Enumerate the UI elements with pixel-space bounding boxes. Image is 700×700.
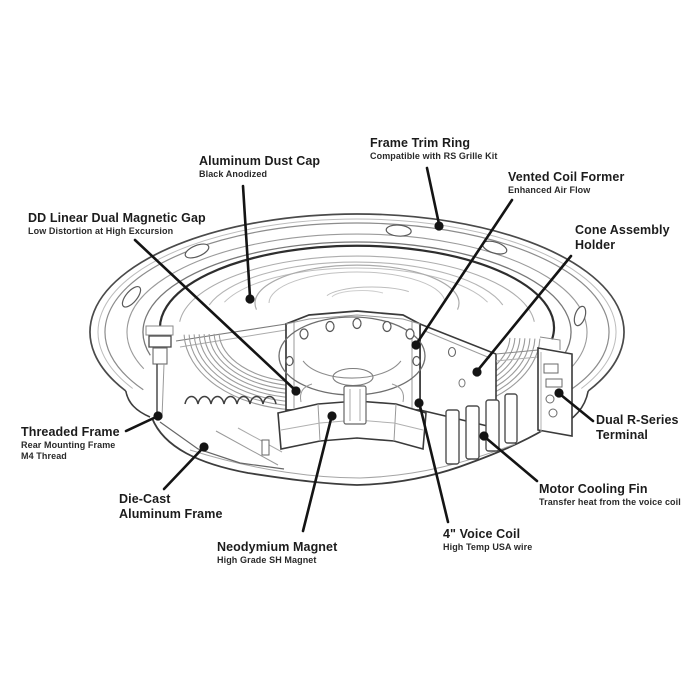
label-vented-coil-former: Vented Coil Former Enhanced Air Flow <box>508 170 624 196</box>
label-motor-cooling-fin: Motor Cooling Fin Transfer heat from the… <box>539 482 681 508</box>
leader-dot-cone-holder <box>472 367 482 377</box>
leader-dot-terminal <box>554 388 564 398</box>
label-title: Threaded Frame <box>21 425 120 439</box>
label-subtitle-line2: M4 Thread <box>21 451 67 461</box>
leader-dots <box>153 221 564 452</box>
label-threaded-frame: Threaded Frame Rear Mounting Frame M4 Th… <box>21 425 120 462</box>
label-subtitle-line1: Rear Mounting Frame <box>21 440 116 450</box>
label-title-line1: Cone Assembly <box>575 223 670 237</box>
leader-die-cast <box>162 447 204 491</box>
label-neodymium-magnet: Neodymium Magnet High Grade SH Magnet <box>217 540 337 566</box>
label-title: DD Linear Dual Magnetic Gap <box>28 211 206 225</box>
label-dual-r-series-terminal: Dual R-Series Terminal <box>596 413 679 443</box>
label-subtitle: High Grade SH Magnet <box>217 555 317 565</box>
leader-dot-voice-coil <box>414 398 424 408</box>
label-subtitle: Compatible with RS Grille Kit <box>370 151 498 161</box>
label-subtitle: Black Anodized <box>199 169 268 179</box>
spider-corrugation-drawing <box>184 395 277 405</box>
cone-assembly-holder-drawing <box>419 322 539 430</box>
label-title-line2: Terminal <box>596 428 648 442</box>
leader-magnet <box>301 417 333 533</box>
label-title: 4" Voice Coil <box>443 527 521 541</box>
label-frame-trim-ring: Frame Trim Ring Compatible with RS Grill… <box>370 136 497 162</box>
leader-dot-die-cast <box>199 442 209 452</box>
leader-dust-cap <box>241 184 252 299</box>
label-title: Aluminum Dust Cap <box>199 154 321 168</box>
leader-dot-cooling-fin <box>479 431 489 441</box>
label-cone-assembly-holder: Cone Assembly Holder <box>575 223 670 253</box>
label-title: Vented Coil Former <box>508 170 625 184</box>
former-vent-holes <box>285 317 421 367</box>
leader-lines <box>124 166 595 533</box>
leader-coil-former <box>415 198 514 345</box>
leader-terminal <box>559 393 595 423</box>
neodymium-magnet-drawing <box>277 385 427 451</box>
leader-dot-dust-cap <box>245 294 255 304</box>
leader-threaded-frame <box>124 415 158 433</box>
label-voice-coil: 4" Voice Coil High Temp USA wire <box>443 527 532 553</box>
label-title-line1: Dual R-Series <box>596 413 679 427</box>
mounting-holes <box>121 224 587 327</box>
label-aluminum-dust-cap: Aluminum Dust Cap Black Anodized <box>199 154 320 180</box>
leader-magnetic-gap <box>133 238 296 391</box>
label-subtitle: Low Distortion at High Excursion <box>28 226 174 236</box>
leader-dot-coil-former <box>411 340 421 350</box>
leader-trim-ring <box>425 166 441 226</box>
label-title: Frame Trim Ring <box>370 136 471 150</box>
label-title-line2: Holder <box>575 238 616 252</box>
label-die-cast-aluminum-frame: Die-Cast Aluminum Frame <box>119 492 223 522</box>
leader-dot-trim-ring <box>434 221 444 231</box>
label-title: Neodymium Magnet <box>217 540 338 554</box>
label-subtitle: Transfer heat from the voice coil <box>539 497 681 507</box>
terminal-drawing <box>537 336 573 437</box>
label-subtitle: Enhanced Air Flow <box>508 185 591 195</box>
leader-dot-threaded-frame <box>153 411 163 421</box>
surround-rolls-left <box>183 333 295 411</box>
leader-dot-magnet <box>327 411 337 421</box>
label-title-line1: Die-Cast <box>119 492 171 506</box>
motor-cooling-fins-drawing <box>445 393 518 465</box>
label-title-line2: Aluminum Frame <box>119 507 223 521</box>
label-subtitle: High Temp USA wire <box>443 542 533 552</box>
leader-voice-coil <box>418 404 450 524</box>
leader-cone-holder <box>476 254 573 372</box>
threaded-frame-drawing <box>145 323 287 419</box>
left-frame-body-lines <box>159 421 285 470</box>
leader-dot-magnetic-gap <box>291 386 301 396</box>
frame-trim-ring-drawing <box>89 213 625 392</box>
label-dd-linear-dual-magnetic-gap: DD Linear Dual Magnetic Gap Low Distorti… <box>28 211 206 237</box>
leader-cooling-fin <box>484 436 539 483</box>
label-title: Motor Cooling Fin <box>539 482 648 496</box>
